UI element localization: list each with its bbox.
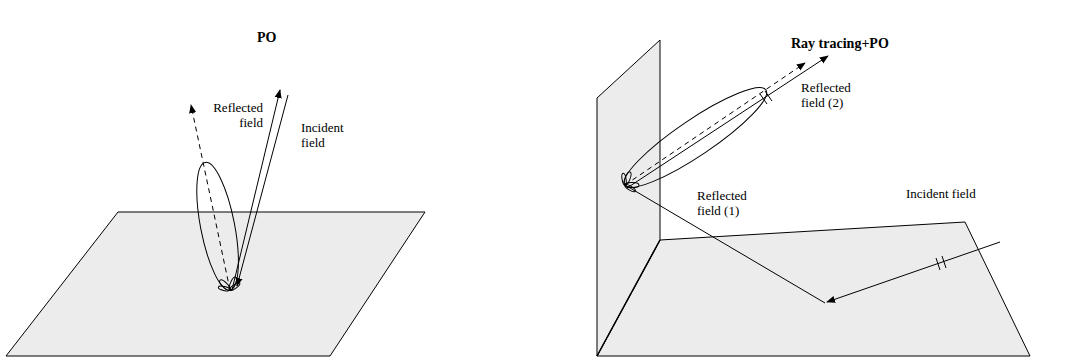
ray-tick [760,94,767,104]
incident-ray [827,242,1000,302]
field-label: Incident field [300,120,362,150]
panel-title: Ray tracing+PO [790,36,890,51]
ray-tick [942,256,946,268]
wall-plane [597,40,660,356]
field-label: Incident field [905,186,977,201]
field-label: Reflected field [200,100,264,130]
reflected-ray [627,56,828,188]
ray-tick [936,258,940,270]
ground-plane [597,222,1030,356]
field-label: Reflected field (1) [696,188,756,218]
field-label: Reflected field (2) [800,80,864,110]
scattered-direction [625,63,805,185]
ground-plane [6,212,425,356]
corner-edge [597,240,660,356]
scattered-direction [191,105,230,290]
panel-title: PO [256,30,277,45]
ray-tick [765,91,772,101]
reflected-ray [625,185,825,303]
radiation-lobe [189,159,248,295]
